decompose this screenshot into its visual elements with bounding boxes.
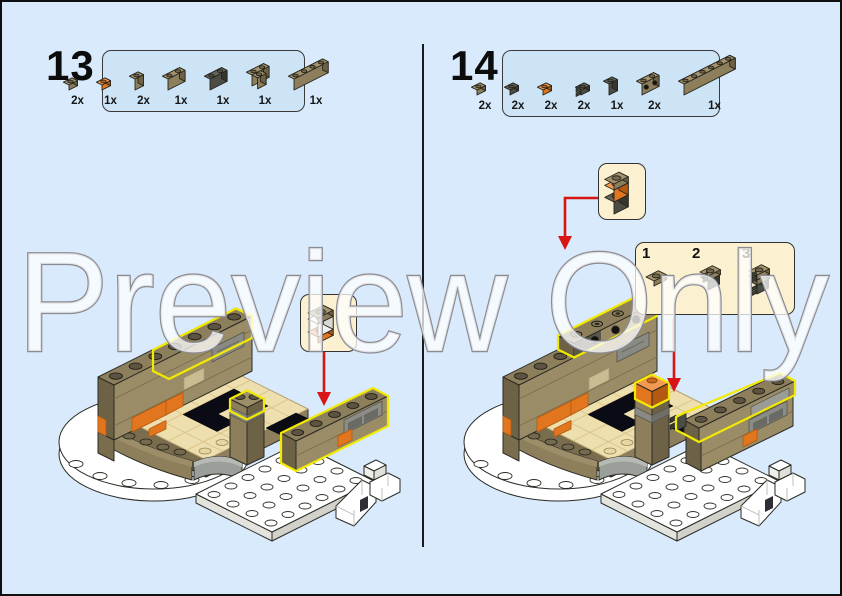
- part-icon-brick-1x2-dark-gray: [203, 67, 228, 91]
- part-icon-plate-1x1-orange: [95, 77, 112, 91]
- part-plate-1x1-orange: 1x: [95, 64, 123, 107]
- substep-1-label: 1: [642, 245, 651, 262]
- panel-divider: [422, 44, 424, 547]
- part-plate-1x1-clip-dark-gray: 2x: [572, 69, 597, 112]
- step-13-callout-box: [300, 294, 357, 352]
- part-icon-plate-1x1-orange: [536, 82, 552, 96]
- part-count: 2x: [137, 95, 150, 107]
- piece-stack-icon: [604, 171, 629, 215]
- part-plate-1x1-dark-gray: 2x: [503, 69, 531, 112]
- piece-stack-icon: [307, 304, 334, 344]
- part-icon-brick-1x4-dark-tan: [287, 58, 329, 91]
- part-icon-technic-brick-1x2-dark-tan: [635, 72, 660, 96]
- substep-2-icon: [699, 265, 721, 291]
- part-count: 2x: [648, 100, 661, 112]
- part-count: 2x: [577, 100, 591, 112]
- substep-2-label: 2: [692, 245, 701, 262]
- part-count: 1x: [708, 100, 721, 112]
- step-14-parts-box: 2x 2x 2x 2x 1x 2x 1x: [470, 50, 736, 117]
- part-icon-plate-1x1-dark-tan: [470, 82, 486, 96]
- substep-2: 2: [692, 246, 738, 311]
- part-count: 1x: [174, 95, 188, 107]
- part-brick-1x2-dark-gray: 1x: [203, 64, 240, 107]
- part-count: 1x: [309, 95, 323, 107]
- substep-3: 3: [742, 246, 788, 311]
- step-14-model: [463, 292, 806, 542]
- step-14-arrow-a: [558, 196, 598, 250]
- part-technic-brick-1x2-dark-tan: 2x: [635, 69, 672, 112]
- part-icon-brick-1x6-dark-tan: [677, 54, 736, 96]
- part-icon-brick-1x2-dark-tan: [161, 67, 186, 91]
- part-brick-1x2-dark-tan: 1x: [161, 64, 198, 107]
- part-count: 2x: [544, 100, 558, 112]
- part-brick-1x4-dark-tan: 1x: [287, 58, 342, 107]
- part-brick-1x1-dark-gray: 1x: [602, 69, 630, 112]
- part-icon-brick-1x1-dark-tan: [128, 71, 145, 91]
- part-count: 1x: [216, 95, 230, 107]
- part-count: 2x: [511, 100, 525, 112]
- part-brick-1x6-dark-tan: 1x: [677, 54, 750, 112]
- substep-1: 1: [642, 246, 688, 311]
- part-icon-plate-1x1-dark-gray: [503, 82, 519, 96]
- part-plate-1x1-dark-tan: 2x: [470, 69, 498, 112]
- part-plate-1x1-dark-tan: 2x: [62, 64, 90, 107]
- part-count: 1x: [610, 100, 624, 112]
- step-13-model: [58, 307, 401, 542]
- part-count: 2x: [478, 100, 492, 112]
- step-13-parts-box: 2x 1x 2x 1x 1x 1x 1x: [62, 50, 329, 112]
- part-count: 1x: [104, 95, 117, 107]
- step-14-callout-box: [598, 163, 646, 220]
- part-count: 2x: [71, 95, 84, 107]
- substep-3-icon: [748, 264, 770, 296]
- part-brick-2x2-corner-dark-tan: 1x: [245, 63, 282, 107]
- part-icon-brick-2x2-corner-dark-tan: [245, 63, 270, 90]
- part-icon-brick-1x1-dark-gray: [602, 76, 618, 96]
- substep-3-label: 3: [742, 245, 751, 262]
- part-count: 1x: [258, 95, 272, 107]
- part-plate-1x1-orange: 2x: [536, 69, 564, 112]
- step-14-number: 14: [450, 42, 499, 89]
- step-14-substeps-box: 1 2 3: [635, 242, 795, 315]
- part-icon-plate-1x1-clip-dark-gray: [574, 82, 590, 97]
- part-icon-plate-1x1-dark-tan: [62, 77, 79, 91]
- part-brick-1x1-dark-tan: 2x: [128, 64, 156, 107]
- substep-1-icon: [645, 270, 667, 287]
